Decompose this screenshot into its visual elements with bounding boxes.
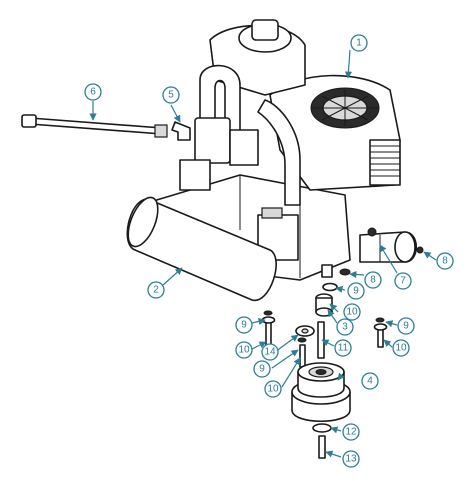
svg-text:9: 9 — [353, 286, 359, 297]
leader-lines — [89, 49, 437, 458]
callout-7: 7 — [394, 272, 412, 290]
svg-text:6: 6 — [90, 87, 96, 98]
callout-11: 11 — [334, 339, 352, 357]
callout-9-left: 9 — [235, 316, 253, 334]
svg-text:11: 11 — [338, 343, 349, 354]
svg-text:7: 7 — [400, 276, 406, 287]
callout-2: 2 — [147, 281, 165, 299]
callout-5: 5 — [162, 86, 180, 104]
svg-text:3: 3 — [342, 322, 348, 333]
callout-10-lower: 10 — [264, 380, 282, 398]
svg-text:10: 10 — [395, 343, 407, 354]
callout-9-lower: 9 — [253, 360, 271, 378]
callout-10-left: 10 — [235, 341, 253, 359]
cylinder-fins — [369, 139, 401, 186]
elbow-fitting — [171, 121, 191, 141]
callout-12: 12 — [342, 423, 360, 441]
svg-text:12: 12 — [345, 427, 357, 438]
svg-text:10: 10 — [346, 307, 358, 318]
callout-3: 3 — [336, 318, 354, 336]
svg-text:9: 9 — [259, 364, 265, 375]
svg-text:13: 13 — [345, 454, 357, 465]
svg-text:8: 8 — [370, 275, 376, 286]
callout-6: 6 — [84, 83, 102, 101]
callout-10-upper: 10 — [343, 303, 361, 321]
svg-text:14: 14 — [264, 347, 276, 358]
svg-text:9: 9 — [241, 320, 247, 331]
callout-9-upper: 9 — [347, 282, 365, 300]
svg-text:1: 1 — [356, 38, 362, 49]
svg-text:10: 10 — [267, 384, 279, 395]
callout-4: 4 — [361, 372, 379, 390]
callout-10-right: 10 — [392, 339, 410, 357]
engine-assembly — [126, 19, 424, 301]
pulley — [291, 362, 351, 423]
svg-text:4: 4 — [367, 376, 373, 387]
svg-text:10: 10 — [238, 345, 250, 356]
svg-text:2: 2 — [153, 285, 159, 296]
callout-8-right: 8 — [436, 252, 454, 270]
svg-text:9: 9 — [403, 321, 409, 332]
callout-1: 1 — [350, 34, 368, 52]
callout-13: 13 — [342, 450, 360, 468]
callout-9-right: 9 — [397, 317, 415, 335]
svg-text:5: 5 — [168, 90, 174, 101]
svg-text:8: 8 — [442, 256, 448, 267]
fuel-line — [21, 114, 168, 138]
callout-8-center: 8 — [364, 271, 382, 289]
callout-14: 14 — [261, 343, 279, 361]
